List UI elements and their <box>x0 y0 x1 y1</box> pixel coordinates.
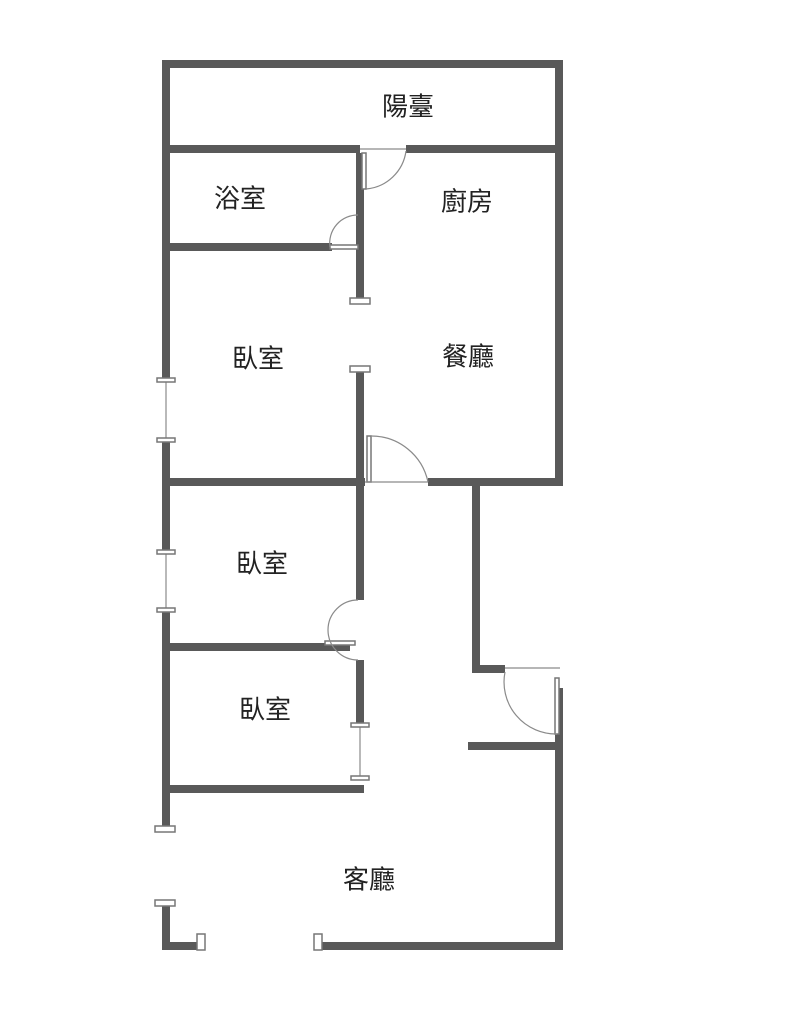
windows <box>154 297 371 951</box>
walls <box>162 60 563 950</box>
room-label-bedroom-3: 臥室 <box>238 695 292 726</box>
room-label-bedroom-1: 臥室 <box>231 344 285 375</box>
room-label-living: 客廳 <box>342 865 396 896</box>
room-label-bedroom-2: 臥室 <box>235 549 289 580</box>
room-label-balcony: 陽臺 <box>381 92 435 123</box>
room-label-dining: 餐廳 <box>441 342 495 373</box>
doors <box>324 148 560 735</box>
room-label-bathroom: 浴室 <box>213 184 267 215</box>
room-label-kitchen: 廚房 <box>440 187 494 218</box>
